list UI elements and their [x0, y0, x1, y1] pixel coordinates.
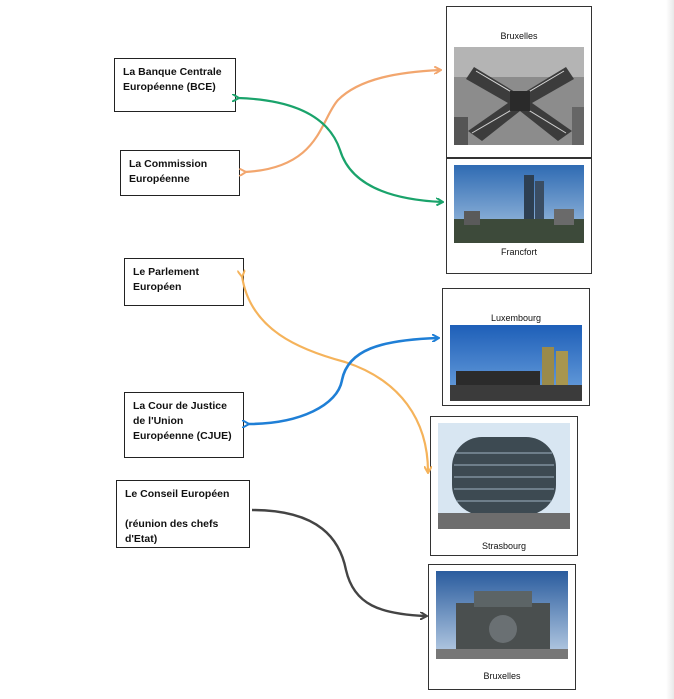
city-card-luxembourg: Luxembourg [442, 288, 590, 406]
arrow-bce-francfort [238, 98, 442, 202]
city-label-bruxelles-2: Bruxelles [483, 671, 521, 681]
city-card-francfort: Francfort [446, 158, 592, 274]
institution-bce: La Banque Centrale Européenne (BCE) [114, 58, 236, 112]
city-label-bruxelles-1: Bruxelles [500, 31, 538, 41]
photo-europa-building [436, 571, 568, 659]
institution-commission: La Commission Européenne [120, 150, 240, 196]
scan-edge [666, 0, 674, 699]
arrow-cjue-luxembourg [248, 338, 438, 424]
photo-berlaymont [454, 47, 584, 145]
city-label-strasbourg: Strasbourg [481, 541, 527, 551]
city-label-luxembourg: Luxembourg [490, 313, 542, 323]
photo-parlement [438, 423, 570, 529]
arrow-commission-bruxelles [245, 70, 440, 172]
institution-parlement: Le Parlement Européen [124, 258, 244, 306]
institution-conseil: Le Conseil Européen (réunion des chefs d… [116, 480, 250, 548]
city-card-bruxelles-2: Bruxelles [428, 564, 576, 690]
city-label-francfort: Francfort [500, 247, 537, 257]
photo-cjue [450, 325, 582, 401]
institution-cjue: La Cour de Justice de l'Union Européenne… [124, 392, 244, 458]
photo-bce-tower [454, 165, 584, 243]
city-card-strasbourg: Strasbourg [430, 416, 578, 556]
arrow-conseil-bruxelles [251, 508, 426, 616]
arrow-parlement-strasbourg [242, 276, 428, 472]
city-card-bruxelles-1: Bruxelles [446, 6, 592, 158]
